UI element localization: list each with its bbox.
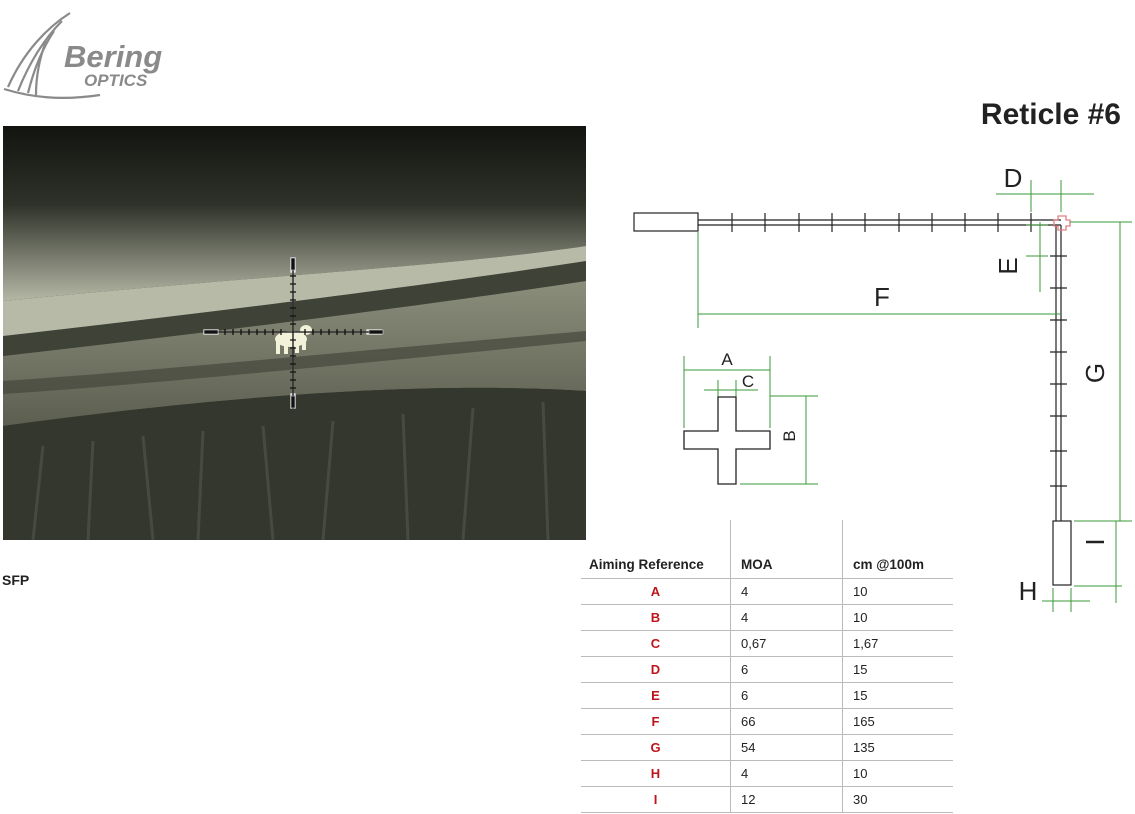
center-cross-marker	[1053, 215, 1071, 231]
cm-value: 10	[842, 604, 953, 631]
label-c: C	[742, 372, 754, 391]
ref-letter: E	[581, 682, 731, 709]
header-cm-100m: cm @100m	[842, 520, 953, 579]
label-i: I	[1080, 538, 1110, 545]
table-row: G 54 135	[581, 734, 953, 761]
moa-value: 54	[730, 734, 843, 761]
ref-letter: F	[581, 708, 731, 735]
cm-value: 10	[842, 578, 953, 605]
label-b: B	[780, 430, 799, 441]
sfp-label: SFP	[2, 572, 30, 588]
label-h: H	[1019, 576, 1038, 606]
label-d: D	[1004, 163, 1023, 193]
cm-value: 15	[842, 656, 953, 683]
table-header-row: Aiming Reference MOA cm @100m	[581, 520, 953, 579]
cm-value: 10	[842, 760, 953, 787]
moa-value: 12	[730, 786, 843, 813]
ref-letter: B	[581, 604, 731, 631]
moa-value: 66	[730, 708, 843, 735]
ref-letter: I	[581, 786, 731, 813]
moa-value: 4	[730, 760, 843, 787]
cm-value: 30	[842, 786, 953, 813]
aiming-reference-table: Aiming Reference MOA cm @100m A 4 10 B 4…	[581, 520, 953, 813]
moa-value: 0,67	[730, 630, 843, 657]
bering-optics-logo: Bering OPTICS	[0, 5, 170, 100]
page-title: Reticle #6	[980, 98, 1121, 131]
ref-letter: H	[581, 760, 731, 787]
label-f: F	[874, 282, 890, 312]
cm-value: 165	[842, 708, 953, 735]
table-row: E 6 15	[581, 682, 953, 709]
label-e: E	[993, 257, 1023, 274]
table-row: C 0,67 1,67	[581, 630, 953, 657]
logo-brand-text: Bering	[64, 39, 163, 74]
ref-letter: A	[581, 578, 731, 605]
label-a: A	[721, 350, 733, 369]
table-row: H 4 10	[581, 760, 953, 787]
ref-letter: D	[581, 656, 731, 683]
moa-value: 6	[730, 656, 843, 683]
table-row: B 4 10	[581, 604, 953, 631]
header-moa: MOA	[730, 520, 843, 579]
ref-letter: C	[581, 630, 731, 657]
cm-value: 15	[842, 682, 953, 709]
cm-value: 1,67	[842, 630, 953, 657]
cross-center-icon	[683, 396, 771, 485]
moa-value: 6	[730, 682, 843, 709]
cm-value: 135	[842, 734, 953, 761]
moa-value: 4	[730, 578, 843, 605]
ref-letter: G	[581, 734, 731, 761]
sail-logo-icon	[3, 12, 101, 99]
moa-value: 4	[730, 604, 843, 631]
label-g: G	[1080, 363, 1110, 383]
logo-sub-text: OPTICS	[84, 71, 148, 90]
thermal-scene-image	[3, 126, 586, 540]
table-row: I 12 30	[581, 786, 953, 813]
header-aiming-reference: Aiming Reference	[581, 520, 731, 579]
table-row: A 4 10	[581, 578, 953, 605]
table-row: F 66 165	[581, 708, 953, 735]
table-row: D 6 15	[581, 656, 953, 683]
